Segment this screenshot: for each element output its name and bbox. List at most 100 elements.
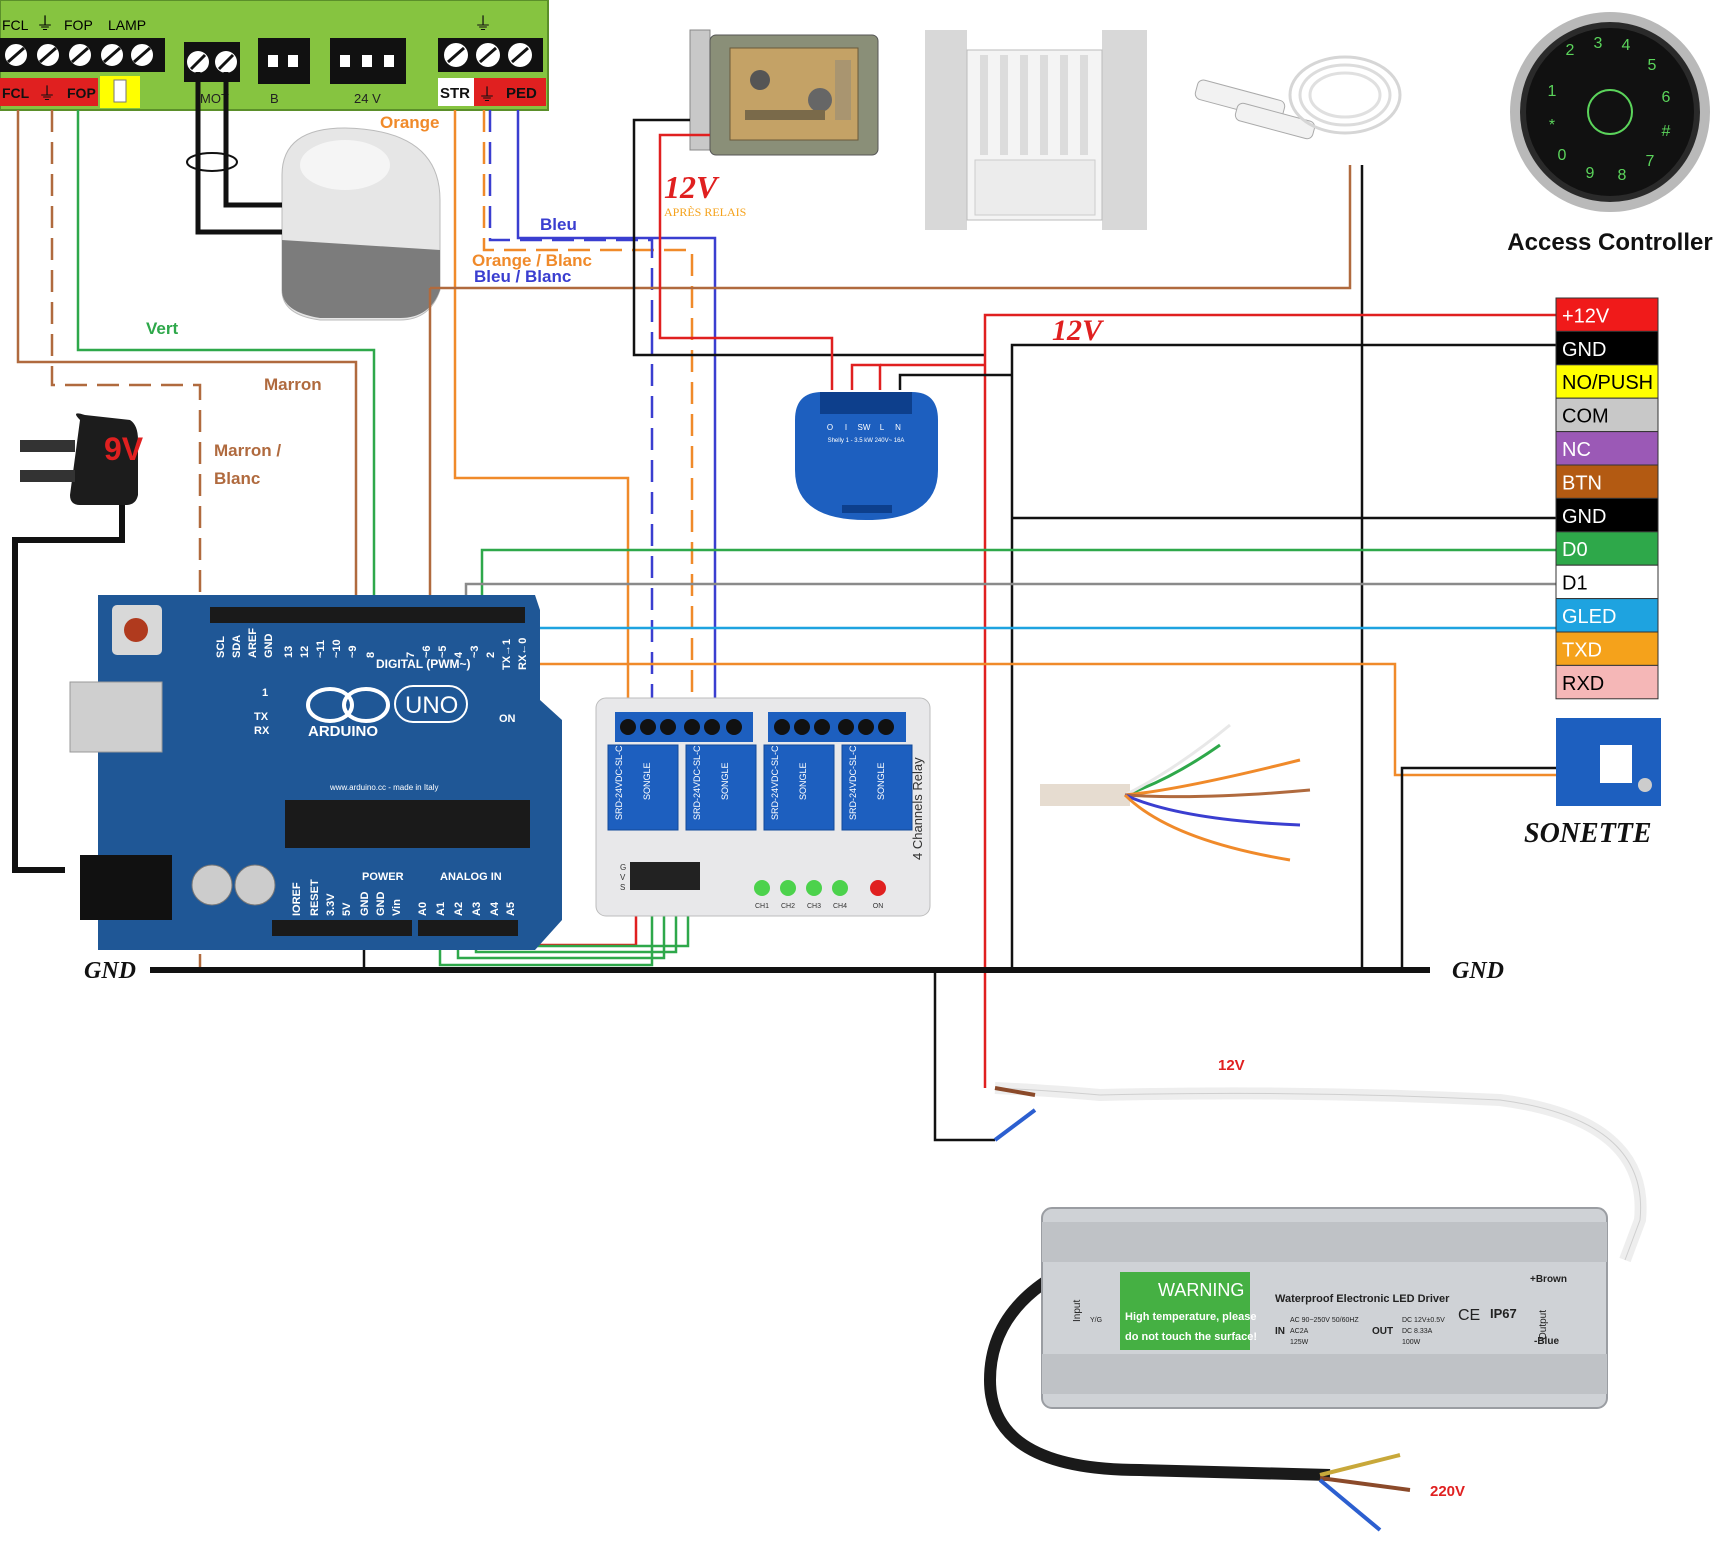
relay-brand-3: SONGLE [798, 762, 808, 800]
line-12v-label: 12V [1052, 314, 1105, 347]
pin-label-gnd: GND [1562, 506, 1606, 528]
svg-text:SDA: SDA [231, 635, 243, 658]
psu-output-voltage-label: 12V [1218, 1057, 1245, 1074]
wire-label-orange: Orange [380, 113, 440, 132]
access-controller-keypad: 2 3 4 5 6 # 7 8 9 0 * 1 Access Controlle… [1507, 12, 1713, 256]
label-24v: 24 V [354, 91, 381, 106]
shelly-terminal: N [895, 423, 901, 432]
lock-voltage-label: 12V [664, 169, 720, 205]
label-gnd-bottom: ⏚ [38, 84, 56, 104]
access-controller-title: Access Controller [1507, 229, 1712, 256]
svg-text:GND: GND [359, 892, 371, 917]
label-fop-bottom: FOP [67, 85, 96, 101]
pin-cell [1555, 497, 1659, 533]
psu-warning-text-1: High temperature, please [1125, 1311, 1256, 1323]
pin-label-d1: D1 [1562, 573, 1588, 595]
arduino-power-pin-labels: IOREF RESET 3.3V 5V GND GND Vin [291, 879, 403, 916]
label-gnd-str: ⏚ [478, 85, 496, 105]
svg-text:⏚: ⏚ [474, 14, 492, 34]
psu-out-spec-3: 100W [1402, 1339, 1421, 1346]
arduino-uno-board: SCL SDA AREF GND 13 12 ~11 ~10 ~9 8 7 ~6… [69, 595, 562, 950]
pin-cell [1555, 464, 1659, 499]
svg-text:~10: ~10 [331, 639, 343, 658]
psu-out-spec-1: DC 12V±0.5V [1402, 1317, 1445, 1324]
flashing-lamp-image [281, 127, 441, 321]
svg-text:RESET: RESET [309, 879, 321, 916]
arduino-digital-label: DIGITAL (PWM~) [376, 657, 471, 671]
shelly-terminal: O [827, 423, 833, 432]
shelly-relay-module: O I SW L N Shelly 1 - 3.5 kW 240V~ 16A [795, 392, 938, 520]
label-fcl-bottom: FCL [2, 85, 30, 101]
psu-in-label: IN [1275, 1326, 1285, 1337]
magnetic-contact-sensor-image [1194, 55, 1402, 140]
pin-label-d0: D0 [1562, 539, 1588, 561]
svg-text:7: 7 [405, 652, 417, 658]
psu-product-name: Waterproof Electronic LED Driver [1275, 1293, 1450, 1305]
adapter-voltage-label: 9V [104, 431, 144, 467]
svg-text:A2: A2 [453, 902, 465, 916]
relay-brand-2: SONGLE [720, 762, 730, 800]
gnd-label-right: GND [1452, 958, 1504, 984]
relay-model-4: SRD-24VDC-SL-C [848, 745, 858, 820]
arduino-analog-pin-labels: A0 A1 A2 A3 A4 A5 [417, 901, 517, 916]
gnd-label-left: GND [84, 958, 136, 984]
svg-text:GND: GND [375, 892, 387, 917]
svg-text:SCL: SCL [215, 636, 227, 658]
keypad-key: 8 [1618, 167, 1627, 184]
keypad-key: 7 [1646, 153, 1655, 170]
svg-text:2: 2 [485, 652, 497, 658]
pin-cell [1555, 397, 1659, 433]
arduino-rx-label: RX [254, 725, 270, 737]
psu-input-label: Input [1072, 1300, 1083, 1322]
relay-board-4ch: SRD-24VDC-SL-C SRD-24VDC-SL-C SRD-24VDC-… [595, 697, 931, 917]
pin-label-nc: NC [1562, 439, 1591, 461]
gate-controller-board: FCL ⏚ FOP LAMP FCL ⏚ FOP MOT B 24 V [0, 0, 549, 111]
wire-label-vert: Vert [146, 319, 178, 338]
arduino-tx-label: TX [254, 711, 269, 723]
keypad-key: 4 [1622, 37, 1631, 54]
keypad-key: 1 [1548, 83, 1557, 100]
wire-label-marron-blanc-1: Marron / [214, 441, 281, 460]
svg-text:~3: ~3 [469, 645, 481, 658]
sonette-label: SONETTE [1524, 818, 1652, 849]
lock-note-label: APRÈS RELAIS [664, 205, 746, 219]
shelly-terminal: I [845, 423, 847, 432]
wire-label-bleu: Bleu [540, 215, 577, 234]
psu-out-spec-2: DC 8.33A [1402, 1328, 1433, 1335]
psu-input-voltage-label: 220V [1430, 1483, 1465, 1500]
pin-cell [1555, 431, 1659, 466]
arduino-analog-label: ANALOG IN [440, 871, 502, 883]
svg-text:4: 4 [453, 651, 465, 658]
svg-text:13: 13 [283, 646, 295, 658]
arduino-site: www.arduino.cc - made in Italy [329, 783, 439, 792]
arduino-model: UNO [405, 692, 458, 719]
pin-cell [1555, 364, 1659, 399]
psu-output-label: Output [1538, 1310, 1549, 1340]
svg-text:~5: ~5 [437, 645, 449, 658]
label-b: B [270, 91, 279, 106]
relay-ch1-label: CH1 [755, 903, 769, 910]
arduino-brand: ARDUINO [308, 723, 378, 740]
keypad-key: 6 [1662, 89, 1671, 106]
psu-brown-label: +Brown [1530, 1274, 1567, 1285]
relay-ch2-label: CH2 [781, 903, 795, 910]
power-adapter-9v: 9V [20, 413, 144, 505]
psu-ce-mark: CE [1458, 1307, 1480, 1324]
wire-label-marron: Marron [264, 375, 322, 394]
pin-label-rxd: RXD [1562, 673, 1604, 695]
svg-text:3.3V: 3.3V [325, 893, 337, 916]
keypad-key: 3 [1594, 35, 1603, 52]
label-str: STR [440, 85, 470, 102]
svg-text:GND: GND [263, 634, 275, 659]
relay-model-1: SRD-24VDC-SL-C [614, 745, 624, 820]
led-driver-power-supply: WARNING High temperature, please do not … [983, 1082, 1647, 1532]
electric-lock-image [689, 29, 879, 156]
pin-cell [1555, 598, 1659, 633]
pin-label--12v: +12V [1562, 305, 1610, 327]
sonette-board: SONETTE [1524, 718, 1661, 849]
svg-text:A0: A0 [417, 902, 429, 916]
shelly-terminal: SW [858, 423, 871, 432]
svg-text:A4: A4 [489, 901, 501, 916]
keypad-key: 0 [1558, 147, 1567, 164]
svg-text:A1: A1 [435, 902, 447, 916]
